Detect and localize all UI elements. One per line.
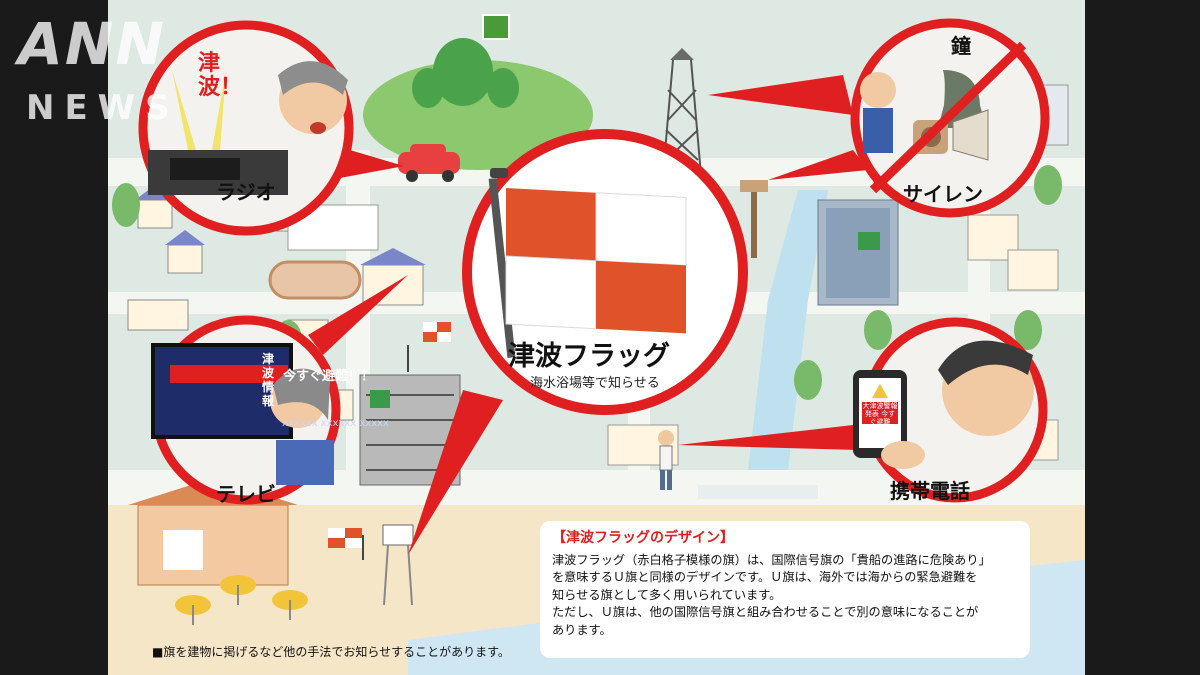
ann-news-watermark: ANN NEWS [18, 10, 208, 130]
watermark-sub: NEWS [26, 88, 180, 128]
bell-siren-circle [850, 18, 1050, 218]
phone-screen-text: 大津波警報 発表 今すぐ避難 [862, 402, 898, 426]
radio-shout-text: 津波！ [198, 51, 243, 100]
phone-circle [853, 317, 1048, 503]
tv-banner-text: 今すぐ避難！！ [283, 369, 375, 384]
radio-label: ラジオ [216, 180, 276, 204]
tsunami-flag-title: 津波フラッグ [508, 341, 670, 372]
info-line: を意味するＵ旗と同様のデザインです。Ｕ旗は、海外では海からの緊急避難を [552, 570, 978, 584]
tv-ticker-text: xxxxxx xxxxxx xxxxx [282, 418, 389, 429]
illustration-panel: ラジオ 津波！ 鐘 サイレン テレビ 今すぐ避難！！ 津波情報 xxxxxx x… [108, 0, 1085, 675]
bell-label: 鐘 [951, 34, 971, 58]
footnote: ■旗を建物に掲げるなど他の手法でお知らせすることがあります。 [152, 645, 510, 659]
info-line: 津波フラッグ（赤白格子模様の旗）は、国際信号旗の「貴船の進路に危険あり」 [552, 552, 991, 567]
tv-circle [151, 315, 341, 505]
info-body: 津波フラッグ（赤白格子模様の旗）は、国際信号旗の「貴船の進路に危険あり」 を意味… [552, 552, 1018, 640]
phone-label: 携帯電話 [890, 479, 970, 503]
info-title: 【津波フラッグのデザイン】 [552, 530, 734, 546]
info-line: ただし、Ｕ旗は、他の国際信号旗と組み合わせることで別の意味になることが [552, 605, 979, 619]
flag-design-info-box: 【津波フラッグのデザイン】 津波フラッグ（赤白格子模様の旗）は、国際信号旗の「貴… [540, 521, 1030, 658]
info-line: 知らせる旗として多く用いられています。 [552, 587, 782, 602]
info-line: あります。 [552, 622, 612, 637]
tsunami-flag-circle [462, 129, 748, 415]
tv-side-text: 津波情報 [262, 352, 275, 408]
tsunami-flag-subtitle: 海水浴場等で知らせる [530, 376, 660, 391]
siren-label: サイレン [903, 182, 983, 206]
watermark-brand: ANN [18, 10, 166, 78]
radio-circle [138, 20, 354, 236]
tv-label: テレビ [216, 482, 276, 506]
